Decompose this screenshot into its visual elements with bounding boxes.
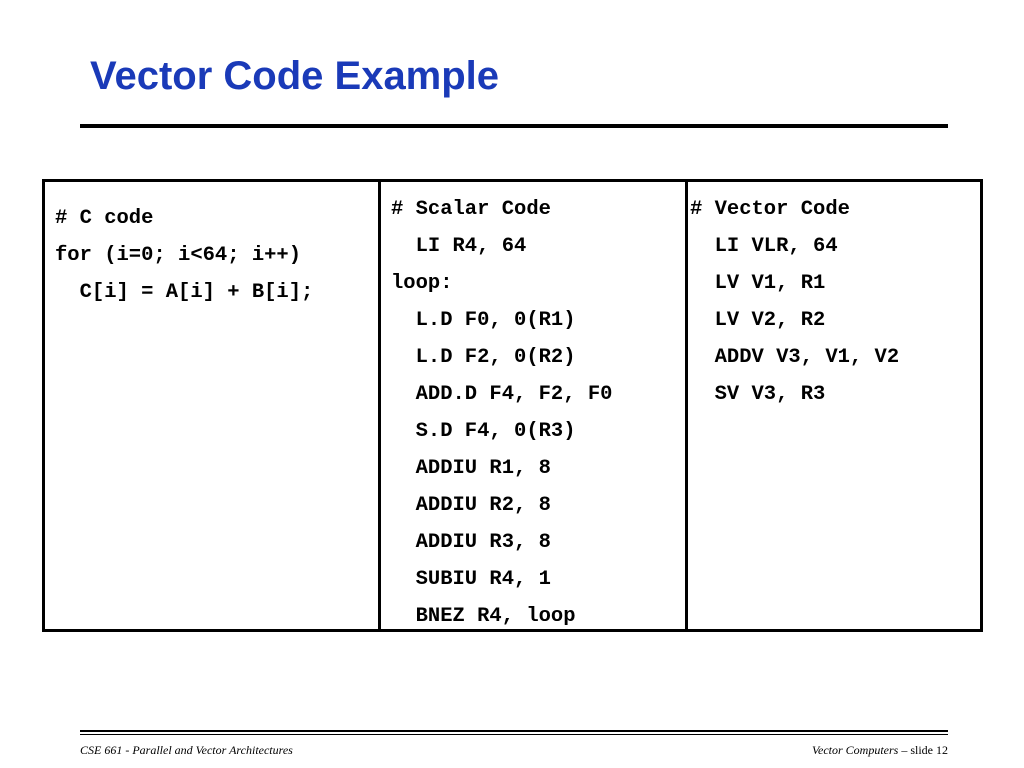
code-line: C[i] = A[i] + B[i]; [55,281,314,304]
code-line: L.D F0, 0(R1) [391,309,576,332]
code-line: ADD.D F4, F2, F0 [391,383,613,406]
code-comparison-table: # C code for (i=0; i<64; i++) C[i] = A[i… [42,179,983,632]
code-line: # Vector Code [690,198,850,221]
code-line: for (i=0; i<64; i++) [55,244,302,267]
slide-title: Vector Code Example [90,54,500,98]
footer-course: CSE 661 - Parallel and Vector Architectu… [80,743,293,757]
footer-slide-info: Vector Computers – slide 12 [812,742,948,758]
code-line: LI R4, 64 [391,235,527,258]
code-line: L.D F2, 0(R2) [391,346,576,369]
footer-divider [80,730,948,732]
code-line: SUBIU R4, 1 [391,568,551,591]
code-line: LV V1, R1 [690,272,826,295]
code-line: # C code [55,207,154,230]
code-line: # Scalar Code [391,198,551,221]
code-line: S.D F4, 0(R3) [391,420,576,443]
code-line: ADDIU R1, 8 [391,457,551,480]
footer-divider-thin [80,734,948,735]
code-line: ADDIU R2, 8 [391,494,551,517]
code-line: ADDV V3, V1, V2 [690,346,900,369]
code-line: LV V2, R2 [690,309,826,332]
vector-code-column: # Vector Code LI VLR, 64 LV V1, R1 LV V2… [685,182,980,629]
code-line: loop: [391,272,453,295]
footer-topic: Vector Computers – [812,743,911,757]
c-code-column: # C code for (i=0; i<64; i++) C[i] = A[i… [45,182,378,629]
footer-slide-number: slide 12 [910,743,948,757]
title-divider [80,124,948,128]
scalar-code-column: # Scalar Code LI R4, 64 loop: L.D F0, 0(… [378,182,685,629]
code-line: BNEZ R4, loop [391,605,576,628]
code-line: ADDIU R3, 8 [391,531,551,554]
code-line: LI VLR, 64 [690,235,838,258]
code-line: SV V3, R3 [690,383,826,406]
